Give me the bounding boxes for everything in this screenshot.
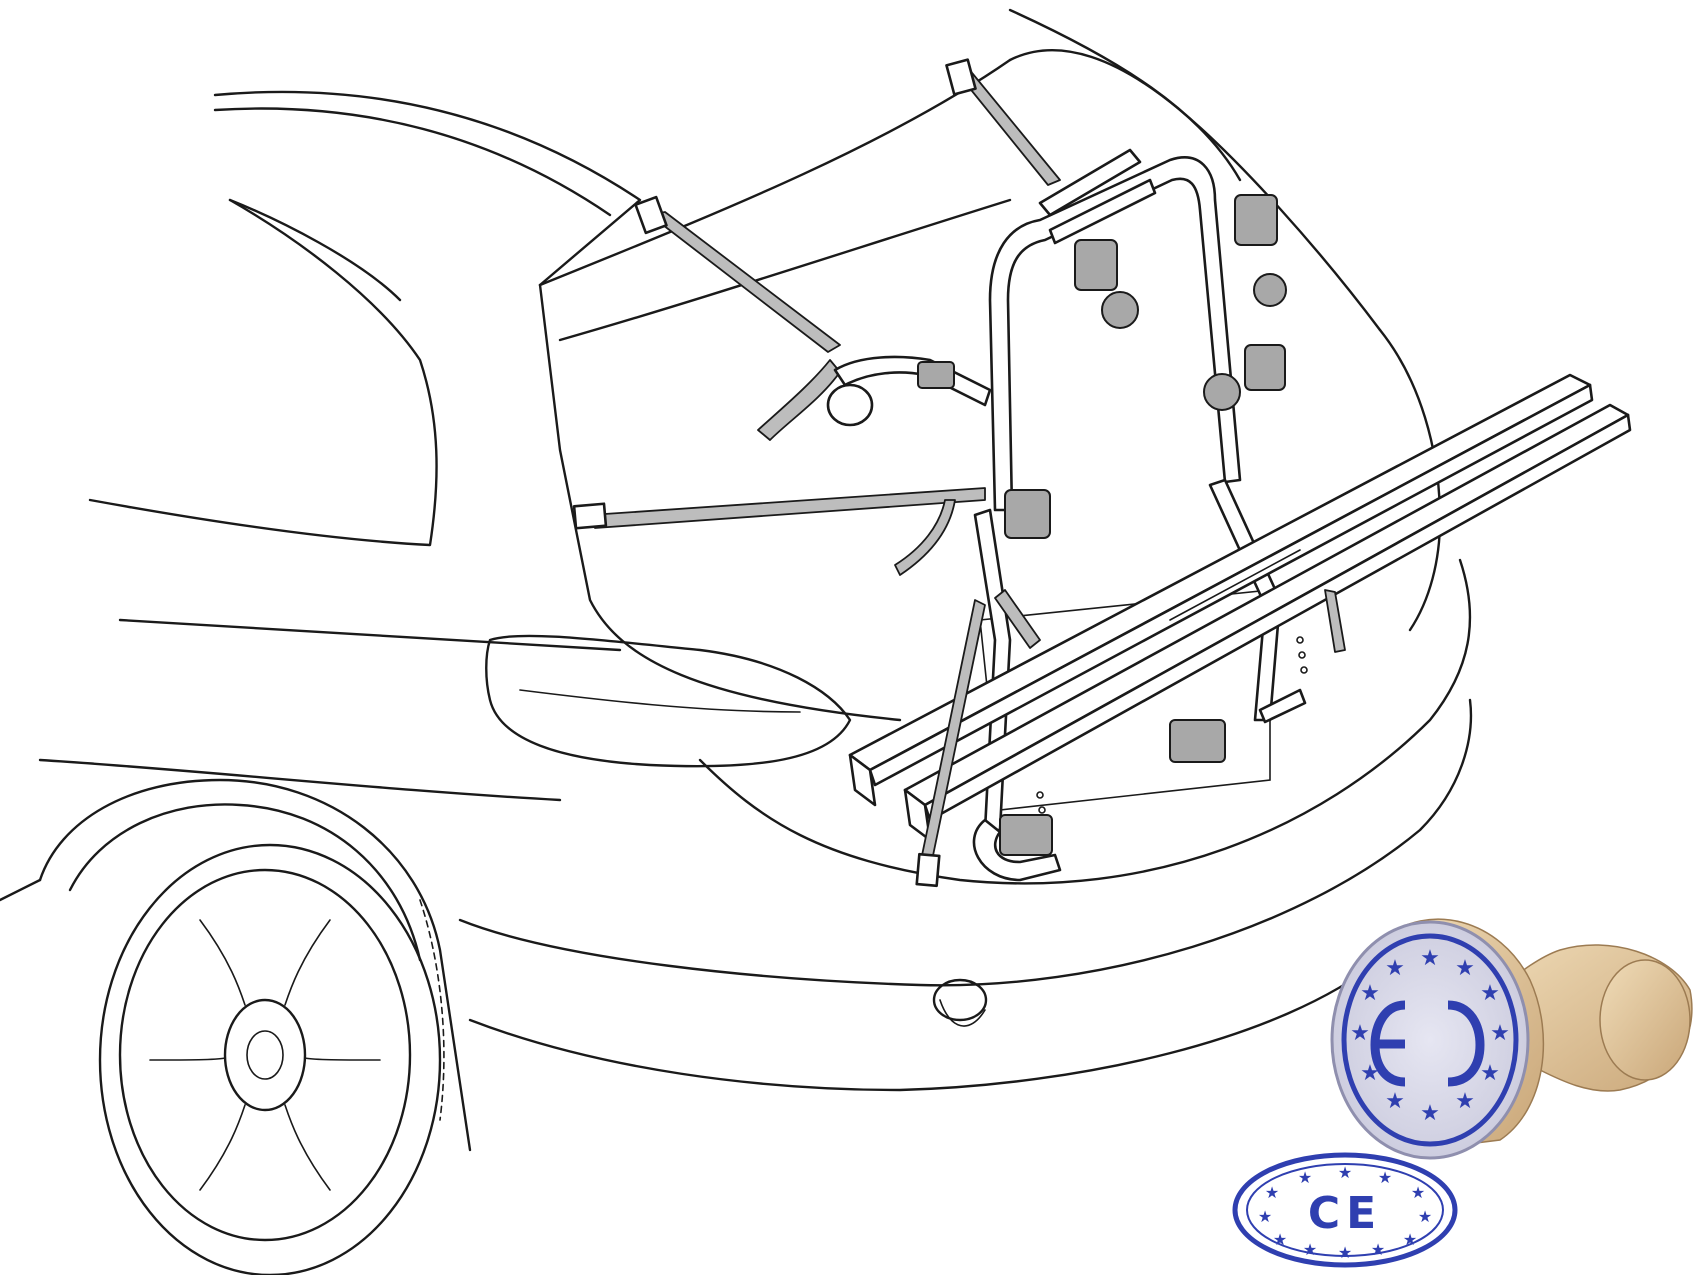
bike-rails (848, 373, 1632, 842)
svg-text:★: ★ (1258, 1207, 1272, 1226)
svg-text:★: ★ (1480, 1061, 1500, 1086)
ce-stamp-imprint: ★★★ ★★★ ★★★ ★★★ CE (1232, 1152, 1458, 1268)
svg-text:★: ★ (1378, 1168, 1392, 1187)
svg-text:★: ★ (1385, 956, 1405, 981)
rack-clamps (917, 194, 1287, 856)
stamp-star-ring: ★★★ ★★★ ★★★ ★★★ (1350, 946, 1510, 1126)
svg-text:★: ★ (1455, 1089, 1475, 1114)
rear-wheel (98, 843, 445, 1275)
svg-text:★: ★ (1420, 1101, 1440, 1126)
svg-text:★: ★ (1298, 1168, 1312, 1187)
bike-rack-frame (826, 148, 1308, 882)
svg-text:★: ★ (1490, 1021, 1510, 1046)
upper-straps (572, 58, 1061, 576)
svg-text:★: ★ (1420, 946, 1440, 971)
car-outline (0, 8, 1473, 1152)
svg-text:★: ★ (1273, 1230, 1287, 1249)
ce-rubber-stamp: ★★★ ★★★ ★★★ ★★★ (1330, 918, 1693, 1160)
svg-text:★: ★ (1265, 1183, 1279, 1202)
svg-text:★: ★ (1411, 1183, 1425, 1202)
svg-text:★: ★ (1338, 1163, 1352, 1182)
svg-text:★: ★ (1338, 1243, 1352, 1262)
svg-text:★: ★ (1350, 1021, 1370, 1046)
svg-text:★: ★ (1360, 1061, 1380, 1086)
svg-text:★: ★ (1360, 981, 1380, 1006)
svg-text:★: ★ (1455, 956, 1475, 981)
svg-text:★: ★ (1418, 1207, 1432, 1226)
svg-text:★: ★ (1403, 1230, 1417, 1249)
svg-text:★: ★ (1371, 1240, 1385, 1259)
ce-mark-text: CE (1308, 1188, 1382, 1239)
svg-text:★: ★ (1303, 1240, 1317, 1259)
svg-text:★: ★ (1480, 981, 1500, 1006)
svg-text:★: ★ (1385, 1089, 1405, 1114)
lower-straps (915, 589, 1346, 888)
